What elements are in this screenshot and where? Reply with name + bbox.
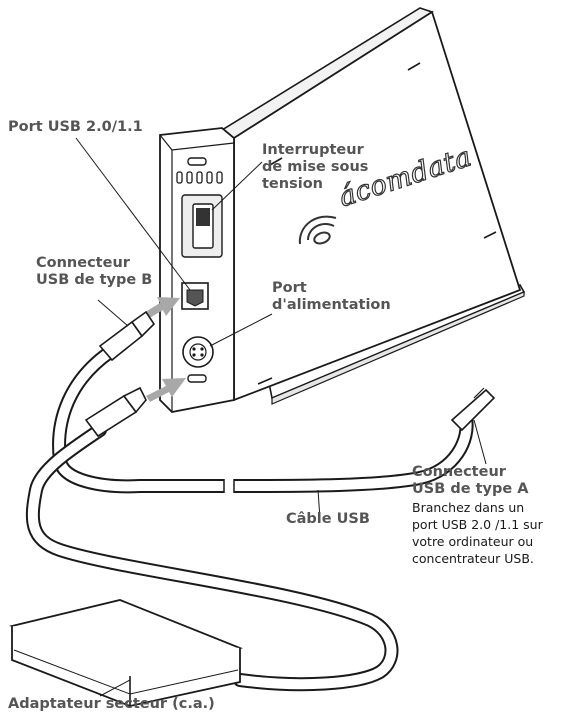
power-adapter-label: Adaptateur secteur (c.a.) <box>8 696 215 713</box>
usb-a-connector-label: Connecteur USB de type A <box>412 464 528 498</box>
usb-port-label: Port USB 2.0/1.1 <box>8 119 143 136</box>
usb-b-plug <box>100 312 154 360</box>
power-switch-label: Interrupteur de mise sous tension <box>262 142 368 193</box>
usb-b-connector-label: Connecteur USB de type B <box>36 255 152 289</box>
usb-cable-label: Câble USB <box>286 511 370 528</box>
usb-a-connector-note: Branchez dans un port USB 2.0 /1.1 sur v… <box>412 499 543 567</box>
hard-drive-enclosure <box>160 8 520 412</box>
power-port-label: Port d'alimentation <box>272 280 391 314</box>
power-plug <box>86 388 146 436</box>
power-adapter <box>12 600 240 706</box>
